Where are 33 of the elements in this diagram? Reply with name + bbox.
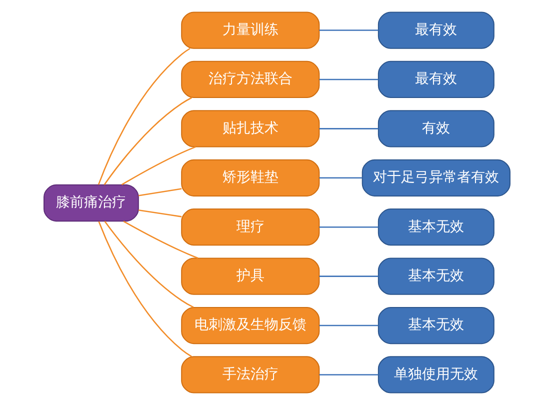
- connector: [121, 146, 196, 186]
- connector: [98, 48, 190, 185]
- node-box: 基本无效: [378, 258, 494, 295]
- connector: [319, 78, 378, 80]
- node-box: 最有效: [378, 12, 494, 49]
- node-box: 手法治疗: [181, 356, 320, 394]
- node-box: 护具: [181, 258, 320, 295]
- node-box: 治疗方法联合: [181, 60, 320, 98]
- connector: [319, 177, 362, 179]
- node-box: 贴扎技术: [181, 110, 320, 148]
- connector: [319, 374, 378, 376]
- node-box: 单独使用无效: [378, 356, 494, 394]
- connector: [138, 209, 182, 218]
- connector: [104, 97, 192, 186]
- node-box: 膝前痛治疗: [44, 184, 139, 222]
- connector: [319, 128, 378, 130]
- connector: [319, 276, 378, 277]
- node-box: 力量训练: [181, 12, 320, 49]
- connector: [319, 30, 378, 31]
- node-box: 对于足弓异常者有效: [362, 159, 510, 196]
- node-box: 矫形鞋垫: [181, 159, 320, 196]
- node-box: 理疗: [181, 208, 320, 246]
- node-box: 电刺激及生物反馈: [181, 306, 320, 344]
- node-box: 最有效: [378, 60, 494, 98]
- connector: [138, 188, 182, 196]
- connector: [123, 220, 198, 259]
- connector: [319, 324, 378, 326]
- node-box: 基本无效: [378, 208, 494, 246]
- node-box: 有效: [378, 110, 494, 148]
- connector: [104, 220, 194, 308]
- node-box: 基本无效: [378, 306, 494, 344]
- connector: [319, 226, 378, 228]
- connector: [98, 221, 192, 358]
